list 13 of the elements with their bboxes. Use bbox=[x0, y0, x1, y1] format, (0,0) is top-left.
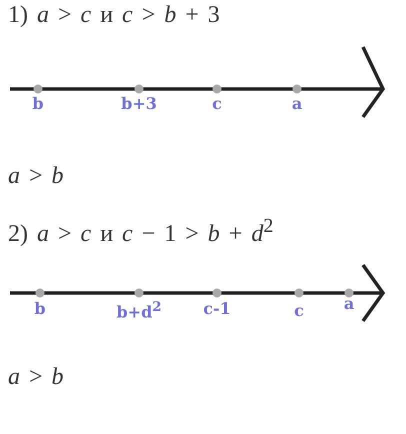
point-label: a bbox=[344, 295, 354, 313]
point-label: b bbox=[32, 95, 44, 113]
inequality-text: 1) a > c и c > b + 3 bbox=[8, 2, 220, 28]
point-label: c bbox=[212, 95, 222, 113]
conclusion-text: a > b bbox=[8, 163, 64, 190]
point-label: b+d$^{2}$ bbox=[116, 300, 162, 321]
inequality-text: 2) a > c и c − 1 > b + d$^{2}$ bbox=[8, 215, 274, 248]
point-label: a bbox=[292, 95, 302, 113]
point-label: b+3 bbox=[121, 95, 157, 113]
conclusion-text: a > b bbox=[8, 364, 64, 390]
point-label: b bbox=[34, 300, 46, 318]
point-label: c bbox=[294, 302, 304, 320]
point-label: c-1 bbox=[203, 300, 231, 318]
